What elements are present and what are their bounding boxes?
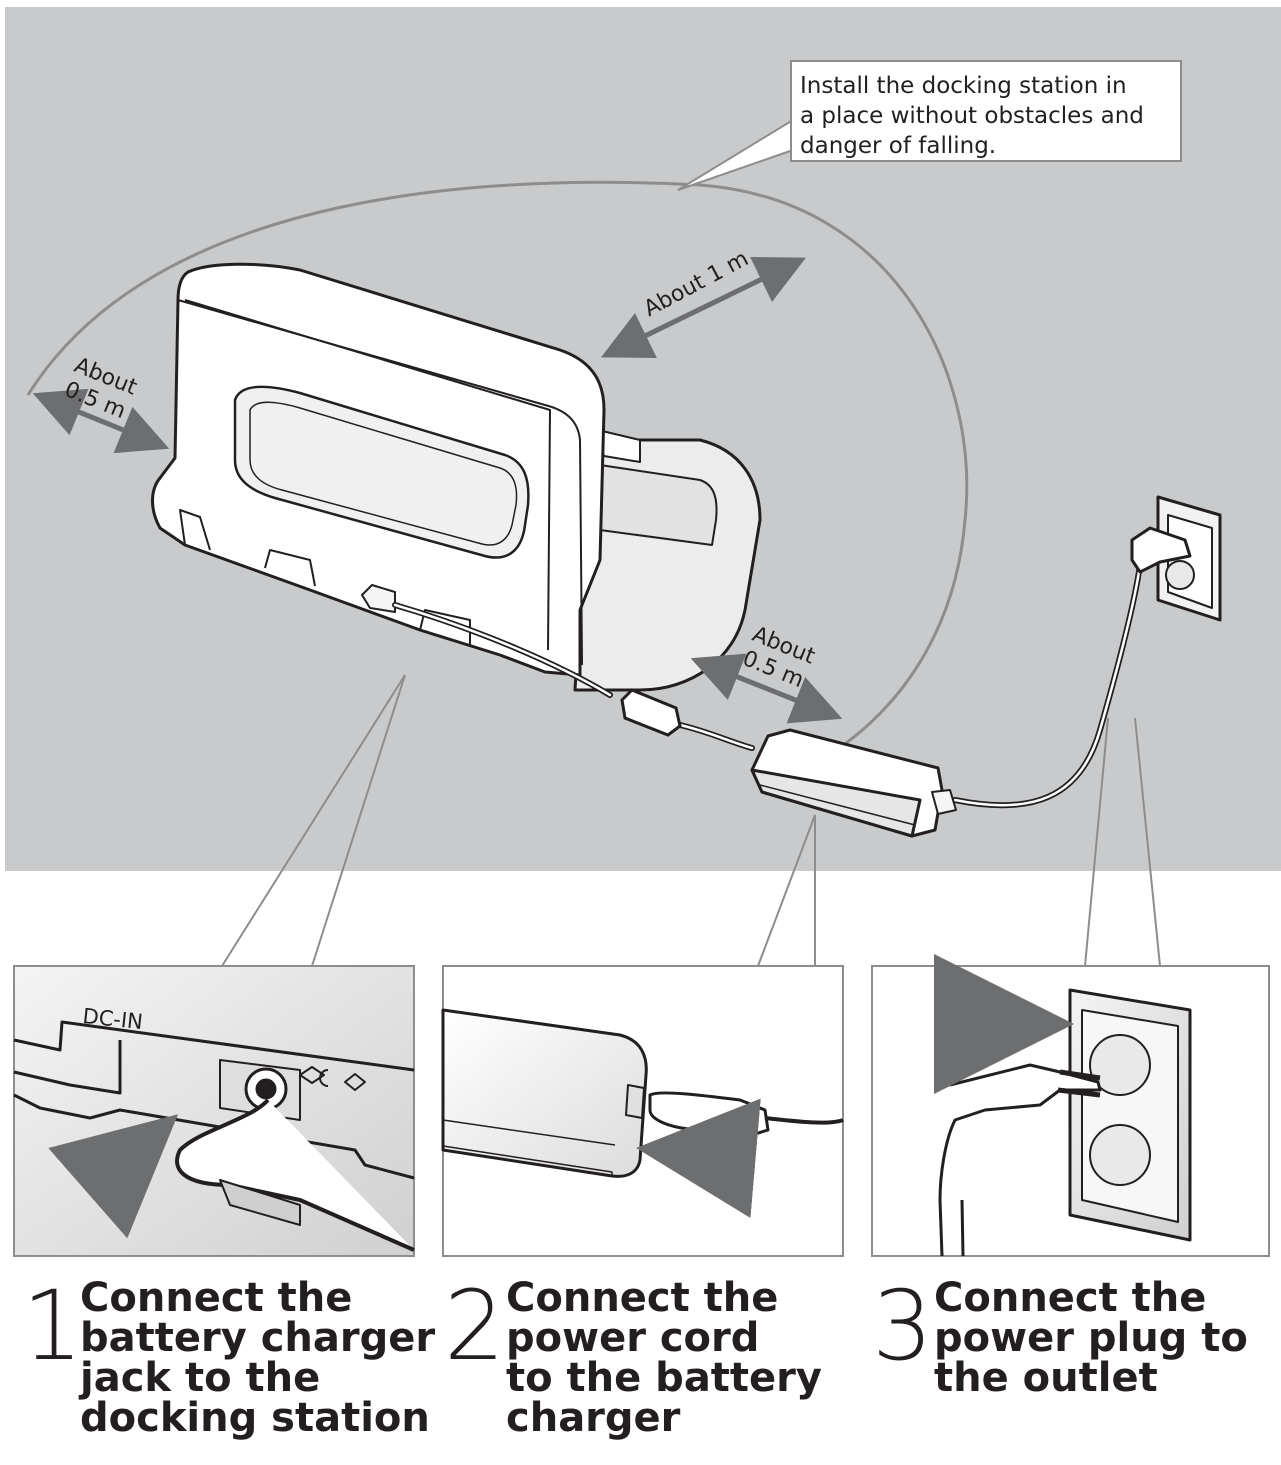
wall-outlet — [1130, 495, 1222, 622]
distance-arrows — [32, 257, 843, 724]
docking-station — [151, 262, 762, 692]
ferrite-core — [620, 688, 682, 737]
zoom-lines — [221, 674, 1161, 967]
step-2-text: Connect the power cord to the battery ch… — [506, 1275, 822, 1441]
step-1-text: Connect the battery charger jack to the … — [80, 1275, 436, 1441]
power-cables — [392, 562, 1143, 809]
step-2-number: 2 — [444, 1270, 506, 1382]
step-3-number: 3 — [872, 1270, 934, 1382]
ac-adapter — [750, 728, 957, 838]
detail-panel-2 — [441, 965, 844, 1257]
step-1-number: 1 — [22, 1270, 84, 1382]
clearance-arc — [26, 180, 969, 762]
detail-panel-1 — [13, 965, 415, 1257]
callout-box: Install the docking station in a place w… — [790, 60, 1182, 162]
detail-panel-3 — [871, 954, 1270, 1257]
callout-text: Install the docking station in a place w… — [800, 73, 1144, 159]
step-3-text: Connect the power plug to the outlet — [934, 1275, 1248, 1401]
